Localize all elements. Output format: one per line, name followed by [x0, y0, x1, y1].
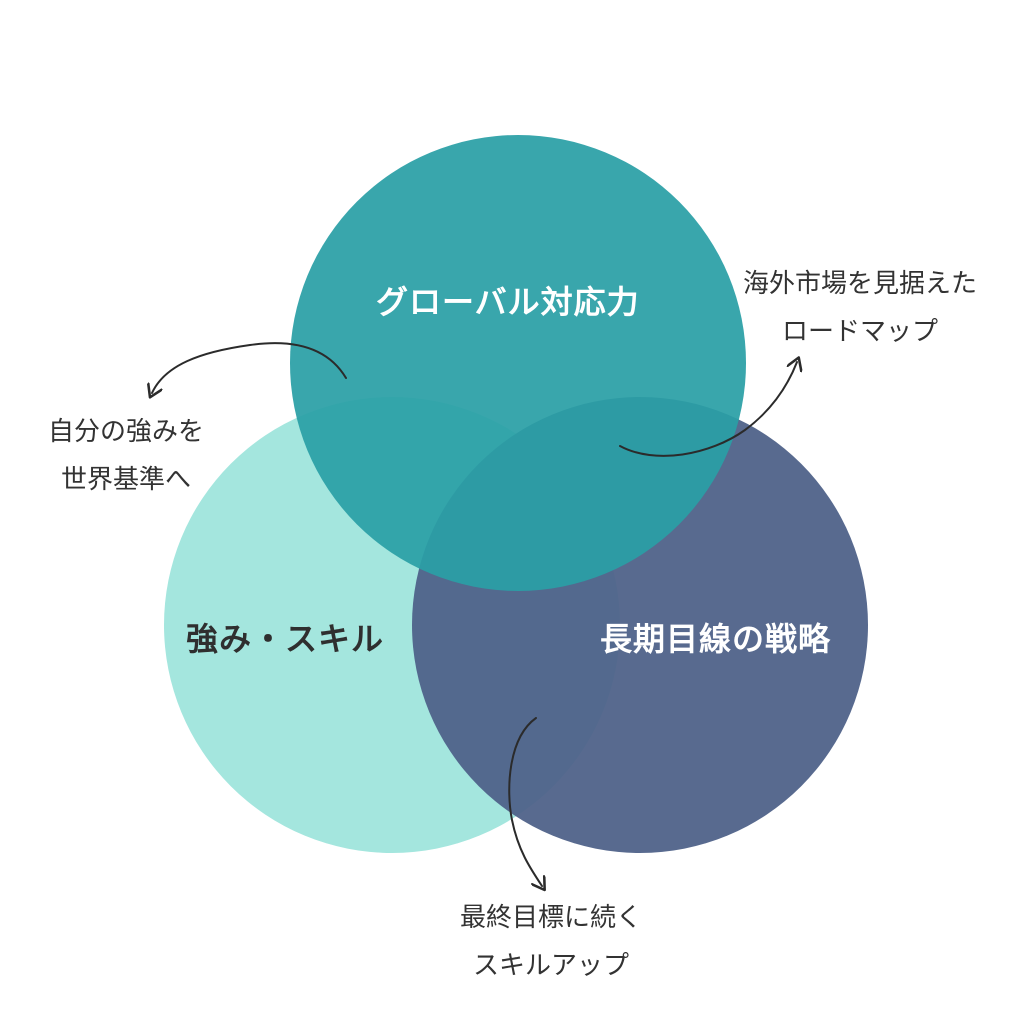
overseas-note-line2: ロードマップ: [781, 317, 938, 347]
strength-circle-label: 強み・スキル: [186, 620, 385, 658]
goal-skill-note-line1: 最終目標に続く: [459, 903, 642, 933]
overseas-note-line1: 海外市場を見据えた: [742, 269, 977, 299]
global-circle: [290, 135, 746, 591]
overseas-note: 海外市場を見据えた ロードマップ: [728, 260, 992, 356]
self-world-note-line1: 自分の強みを: [47, 417, 204, 447]
self-world-note-line2: 世界基準へ: [60, 465, 191, 495]
self-world-note: 自分の強みを 世界基準へ: [16, 408, 236, 504]
global-circle-label: グローバル対応力: [376, 283, 640, 321]
arrow-to-goal-skill-note: [508, 717, 542, 886]
goal-skill-note: 最終目標に続く スキルアップ: [426, 894, 676, 990]
goal-skill-note-line2: スキルアップ: [472, 951, 629, 981]
arrow-to-self-world-note: [152, 342, 347, 393]
strategy-circle-label: 長期目線の戦略: [600, 620, 832, 658]
arrow-to-overseas-note: [619, 362, 797, 457]
